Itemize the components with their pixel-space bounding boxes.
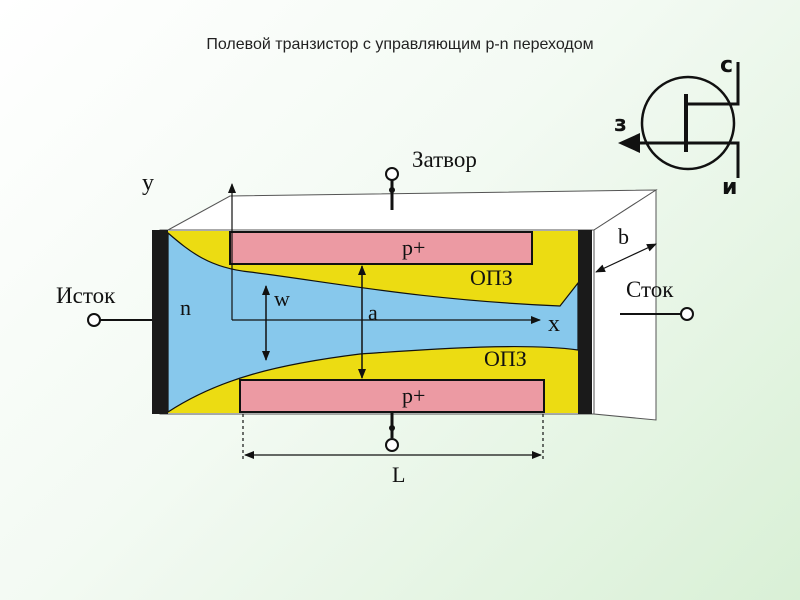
p-bottom-label: p+ — [402, 383, 425, 408]
scr-bottom-label: ОПЗ — [484, 346, 527, 371]
channel-region — [167, 231, 579, 414]
y-axis-label: y — [142, 170, 154, 196]
drain-label: Сток — [626, 277, 674, 302]
n-region-label: n — [180, 295, 191, 320]
b-dimension-arrow — [595, 243, 657, 273]
b-label: b — [618, 224, 629, 249]
a-label: a — [368, 300, 378, 325]
p-top-label: p+ — [402, 235, 425, 260]
drain-terminal — [620, 307, 694, 321]
slide-title: Полевой транзистор с управляющим p-n пер… — [206, 36, 594, 53]
l-label: L — [392, 462, 405, 487]
x-axis-label: x — [548, 311, 560, 337]
symbol-drain-letter: с — [720, 53, 733, 78]
source-contact — [152, 230, 168, 414]
drain-contact — [578, 230, 592, 414]
jfet-symbol — [618, 62, 740, 178]
gate-terminal-top — [385, 167, 399, 210]
l-dimension — [242, 414, 544, 460]
p-region-top — [229, 231, 533, 265]
p-region-bottom — [239, 379, 545, 413]
w-label: w — [274, 286, 290, 311]
gate-terminal-bottom — [385, 412, 399, 452]
gate-label: Затвор — [412, 147, 477, 172]
scr-top-label: ОПЗ — [470, 265, 513, 290]
symbol-source-letter: и — [722, 175, 737, 200]
source-terminal — [87, 313, 152, 327]
symbol-gate-letter: з — [614, 112, 627, 137]
source-label: Исток — [56, 283, 116, 308]
